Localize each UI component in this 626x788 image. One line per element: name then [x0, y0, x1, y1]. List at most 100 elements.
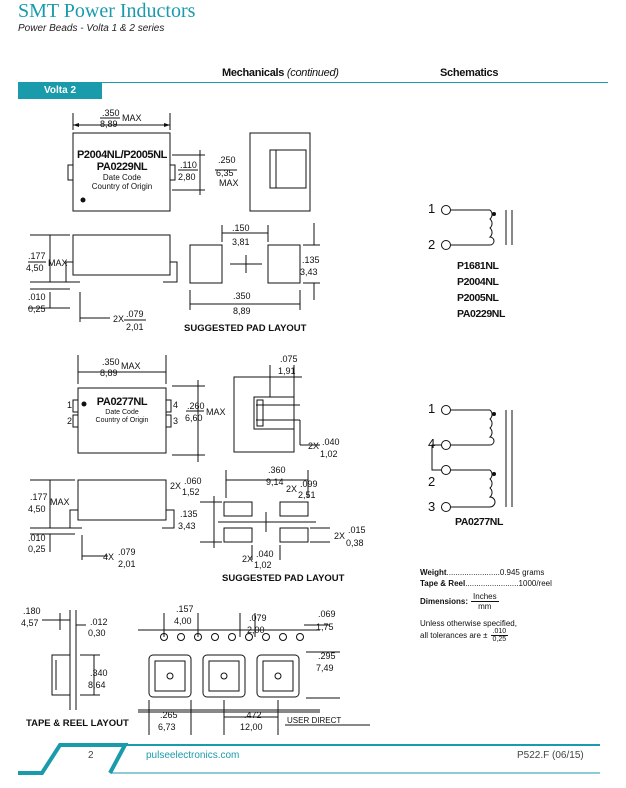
tr-i-mm: 12,00 — [240, 722, 263, 732]
p2-pad-h-mm: 3,43 — [178, 521, 196, 531]
p1-country: Country of Origin — [92, 182, 152, 191]
p2-side-max: MAX — [50, 497, 70, 507]
schematic-1 — [441, 205, 513, 250]
p2-pad-a-in: .060 — [184, 476, 202, 486]
tr-d-in: .157 — [176, 604, 194, 614]
p1-date-code: Date Code — [103, 173, 142, 182]
p2-pad-d-x2: 2X — [242, 554, 253, 564]
tr-f-in: .069 — [318, 609, 336, 619]
sch1-pin1: 1 — [428, 201, 435, 216]
sch1-part-2: P2004NL — [457, 276, 499, 288]
sch1-part-list: P1681NL P2004NL P2005NL PA0229NL — [457, 258, 537, 322]
weight-label: Weight — [420, 568, 447, 577]
tr-e-mm: 2,00 — [247, 625, 265, 635]
part1-end-view — [249, 132, 311, 212]
tr-c-in: .340 — [90, 668, 108, 678]
footer-doc-code: P522.F (06/15) — [517, 750, 584, 761]
part2-top-view — [72, 355, 205, 462]
p2-term-x4: 4X — [103, 552, 114, 562]
sprocket-holes — [160, 633, 304, 641]
p2-pad-d-mm: 1,02 — [254, 560, 272, 570]
tape-reel-side-view — [42, 610, 100, 710]
user-direct-label: USER DIRECT — [287, 716, 341, 725]
p1-label-line2: PA0229NL — [97, 161, 148, 173]
p2-term-mm: 2,01 — [118, 559, 136, 569]
p1-width-max: MAX — [122, 113, 142, 123]
p1-suggested-pad-label: SUGGESTED PAD LAYOUT — [184, 323, 307, 334]
p2-top-mm: 1,91 — [278, 366, 296, 376]
p1-side-max: MAX — [48, 258, 68, 268]
p2-pad-span-mm: 9,14 — [266, 477, 284, 487]
p1-h2-max: MAX — [219, 178, 239, 188]
sch1-pin2: 2 — [428, 237, 435, 252]
tape-value: 1000/reel — [518, 579, 552, 588]
tr-h-in: .265 — [160, 710, 178, 720]
p2-pad-a-x2: 2X — [170, 481, 181, 491]
tr-d-mm: 4,00 — [174, 616, 192, 626]
page-title: SMT Power Inductors — [18, 0, 196, 22]
p1-label-line1: P2004NL/P2005NL — [77, 149, 168, 161]
p2-pad-b-mm: 2,51 — [298, 490, 316, 500]
p2-pin1: 1 — [67, 400, 72, 410]
tolerance-line2: all tolerances are ± — [420, 631, 488, 640]
spec-block: Weight........................0.945 gram… — [420, 568, 610, 643]
p2-pad-d-in: .040 — [256, 549, 274, 559]
part1-pad-layout — [189, 223, 320, 310]
dim-denominator: mm — [478, 602, 492, 611]
p1-foot-mm: 0,25 — [28, 304, 46, 314]
p2-h-mm: 6,60 — [185, 413, 203, 423]
p2-foot-mm: 0,25 — [28, 544, 46, 554]
tr-g-in: .295 — [318, 651, 336, 661]
tr-f-mm: 1,75 — [316, 622, 334, 632]
p1-side-mm: 4,50 — [26, 263, 44, 273]
part1-front-view — [28, 234, 178, 322]
sch2-pin3: 3 — [428, 499, 435, 514]
p1-pad-w-mm: 8,89 — [233, 306, 251, 316]
sch1-part-3: P2005NL — [457, 292, 499, 304]
p1-h1-mm: 2,80 — [178, 172, 196, 182]
p2-date-code: Date Code — [105, 409, 139, 416]
p2-top-in: .075 — [280, 354, 298, 364]
tape-label: Tape & Reel — [420, 579, 466, 588]
dimension-units: Inches mm — [471, 592, 499, 611]
p2-h-max: MAX — [206, 407, 226, 417]
p1-term-mm: 2,01 — [126, 322, 144, 332]
p1-h2-mm: 6,35 — [216, 168, 234, 178]
tr-b-mm: 0,30 — [88, 628, 106, 638]
p1-foot-in: .010 — [28, 292, 46, 302]
tr-i-in: .472 — [244, 710, 262, 720]
p1-pad-gap-mm: 3,81 — [232, 237, 250, 247]
page-number: 2 — [88, 750, 94, 761]
tr-e-in: .079 — [249, 613, 267, 623]
p2-width-max: MAX — [121, 361, 141, 371]
p2-lead-in: .040 — [322, 437, 340, 447]
tr-b-in: .012 — [90, 617, 108, 627]
footer-url[interactable]: pulseelectronics.com — [146, 750, 240, 761]
tape-reel-top-view — [138, 613, 370, 735]
tolerance-line1: Unless otherwise specified, — [420, 619, 517, 628]
continued-label: (continued) — [286, 67, 339, 79]
mechanicals-label: Mechanicals — [222, 67, 285, 79]
tr-c-mm: 8,64 — [88, 680, 106, 690]
p2-pad-a-mm: 1,52 — [182, 487, 200, 497]
mechanicals-header: Mechanicals (continued) — [222, 67, 339, 79]
schematics-header: Schematics — [440, 67, 499, 79]
pin1-dot — [80, 197, 86, 203]
tr-a-mm: 4,57 — [21, 618, 39, 628]
p2-h-in: .260 — [187, 401, 205, 411]
sch2-pin1: 1 — [428, 401, 435, 416]
p1-term-in: .079 — [126, 309, 144, 319]
p1-h1-in: .110 — [180, 160, 197, 170]
sch2-pin4: 4 — [428, 436, 435, 451]
tol-numerator: .010 — [490, 628, 509, 636]
p2-width-mm: 8,89 — [100, 368, 118, 378]
dimensions-label: Dimensions: — [420, 597, 469, 606]
footer-bar-left — [18, 743, 129, 775]
p2-lead-x2: 2X — [308, 441, 319, 451]
sch1-part-1: P1681NL — [457, 260, 499, 272]
p2-side-in: .177 — [30, 492, 48, 502]
p1-pad-h-mm: 3,43 — [300, 267, 318, 277]
p1-pad-w-in: .350 — [233, 291, 251, 301]
p2-pad-c-mm: 0,38 — [346, 538, 364, 548]
p2-side-mm: 4,50 — [28, 504, 46, 514]
